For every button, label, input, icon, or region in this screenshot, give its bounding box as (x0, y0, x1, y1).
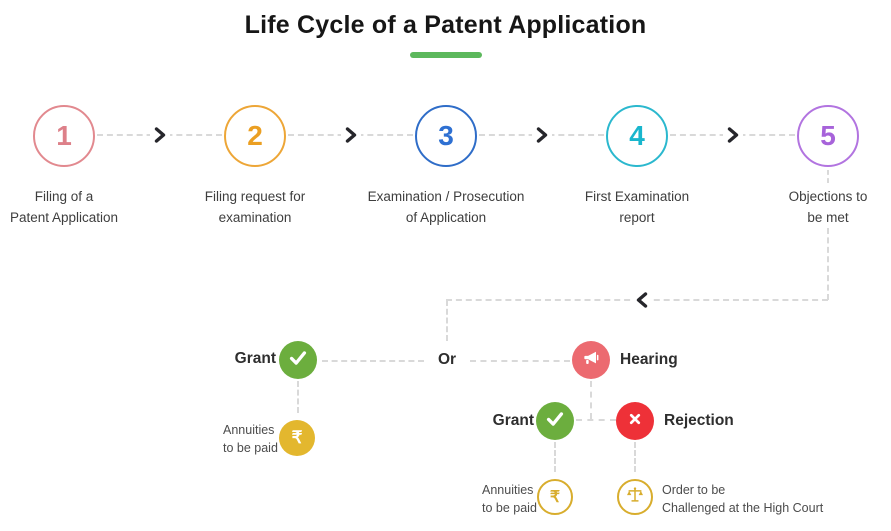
connector-or-hearing (470, 360, 570, 362)
connector-step5-down (827, 228, 829, 300)
step-label-1: Filing of a Patent Application (9, 189, 119, 225)
rupee-icon: ₹ (549, 489, 561, 506)
order-label: Order to be Challenged at the High Court (662, 483, 824, 515)
chevron-right-icon (341, 127, 361, 143)
step-circle-3: 3 (415, 105, 477, 167)
connector-grant1-annuities (297, 381, 299, 413)
connector-down-to-or (446, 300, 448, 341)
step-label-2: Filing request for examination (204, 189, 306, 225)
step-number-3: 3 (438, 120, 454, 151)
grant1-badge (279, 341, 317, 379)
step-label-5: Objections to be met (788, 189, 868, 225)
grant2-label: Grant (492, 412, 534, 429)
step-circle-5: 5 (797, 105, 859, 167)
connector-hearing-down (590, 381, 592, 419)
step-label-4: First Examination report (584, 189, 690, 225)
court-badge (617, 479, 653, 515)
chevron-right-icon (723, 127, 743, 143)
grant2-badge (536, 402, 574, 440)
connector-grant2-rejection (576, 419, 616, 421)
title-underline (410, 52, 482, 58)
connector-grant2-annuities (554, 442, 556, 472)
step-number-4: 4 (629, 120, 645, 151)
step-circle-4: 4 (606, 105, 668, 167)
chevron-right-icon (532, 127, 552, 143)
rejection-label: Rejection (664, 412, 734, 429)
step-circle-1: 1 (33, 105, 95, 167)
check-icon (544, 408, 566, 435)
rejection-badge (616, 402, 654, 440)
grant1-label: Grant (234, 350, 276, 367)
hearing-label: Hearing (620, 351, 678, 368)
connector-grant1-or (322, 360, 424, 362)
or-label: Or (437, 351, 457, 368)
chevron-left-icon (632, 292, 652, 308)
check-icon (287, 347, 309, 374)
chevron-right-icon (150, 127, 170, 143)
page-title: Life Cycle of a Patent Application (244, 11, 647, 39)
cross-icon (626, 410, 644, 433)
annuities2-label: Annuities to be paid (482, 483, 537, 515)
connector-rejection-court (634, 442, 636, 472)
scales-of-justice-icon (625, 485, 645, 510)
hearing-badge (572, 341, 610, 379)
step-number-5: 5 (820, 120, 836, 151)
rupee-icon: ₹ (291, 428, 303, 447)
step-number-2: 2 (247, 120, 263, 151)
annuities1-badge: ₹ (279, 420, 315, 456)
connector-step5-stub (827, 170, 829, 183)
step-label-3: Examination / Prosecution of Application (367, 189, 525, 225)
annuities1-label: Annuities to be paid (223, 423, 278, 455)
megaphone-icon (581, 348, 601, 373)
step-circle-2: 2 (224, 105, 286, 167)
step-number-1: 1 (56, 120, 72, 151)
annuities2-badge: ₹ (537, 479, 573, 515)
